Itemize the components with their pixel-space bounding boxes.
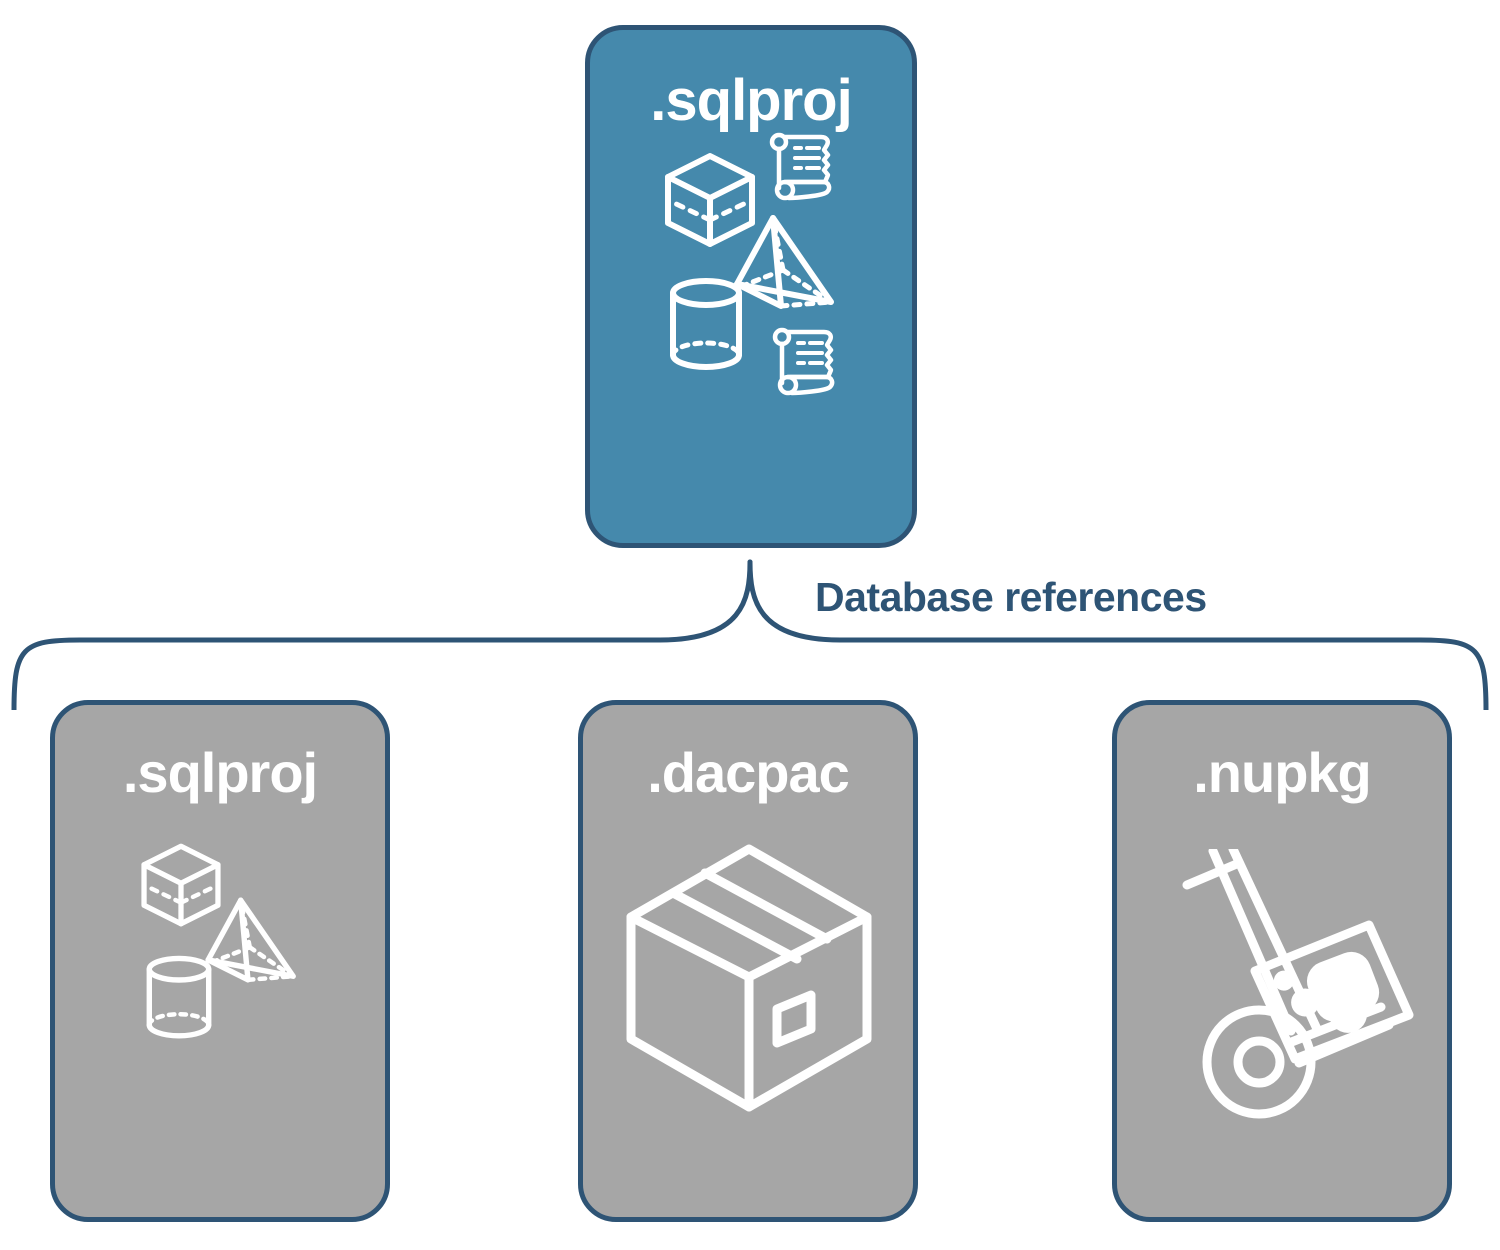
pyramid-icon bbox=[205, 897, 296, 983]
root-card-sqlproj[interactable]: .sqlproj bbox=[585, 25, 917, 548]
leaf-card-title: .sqlproj bbox=[122, 741, 318, 804]
brace-label: Database references bbox=[815, 574, 1207, 620]
leaf-card-title: .dacpac bbox=[647, 741, 850, 804]
cube-icon bbox=[665, 153, 755, 247]
leaf-card-nupkg[interactable]: .nupkg bbox=[1112, 700, 1452, 1222]
leaf-card-icon-area bbox=[55, 801, 385, 1217]
scroll-icon bbox=[772, 327, 835, 396]
database-references-brace bbox=[11, 559, 1489, 710]
leaf-card-icon-area bbox=[583, 801, 913, 1217]
package-box-icon bbox=[626, 844, 872, 1112]
leaf-card-title: .nupkg bbox=[1193, 741, 1372, 804]
nuget-package-icon bbox=[1250, 920, 1414, 1064]
root-card-icon-area bbox=[590, 130, 912, 543]
pyramid-icon bbox=[734, 215, 834, 309]
scroll-icon bbox=[769, 132, 832, 201]
cube-icon bbox=[141, 843, 221, 927]
leaf-card-dacpac[interactable]: .dacpac bbox=[578, 700, 918, 1222]
leaf-card-icon-area bbox=[1117, 801, 1447, 1217]
cylinder-icon bbox=[670, 278, 742, 370]
root-card-title: .sqlproj bbox=[650, 68, 852, 133]
leaf-card-sqlproj[interactable]: .sqlproj bbox=[50, 700, 390, 1222]
cylinder-icon bbox=[146, 955, 212, 1039]
